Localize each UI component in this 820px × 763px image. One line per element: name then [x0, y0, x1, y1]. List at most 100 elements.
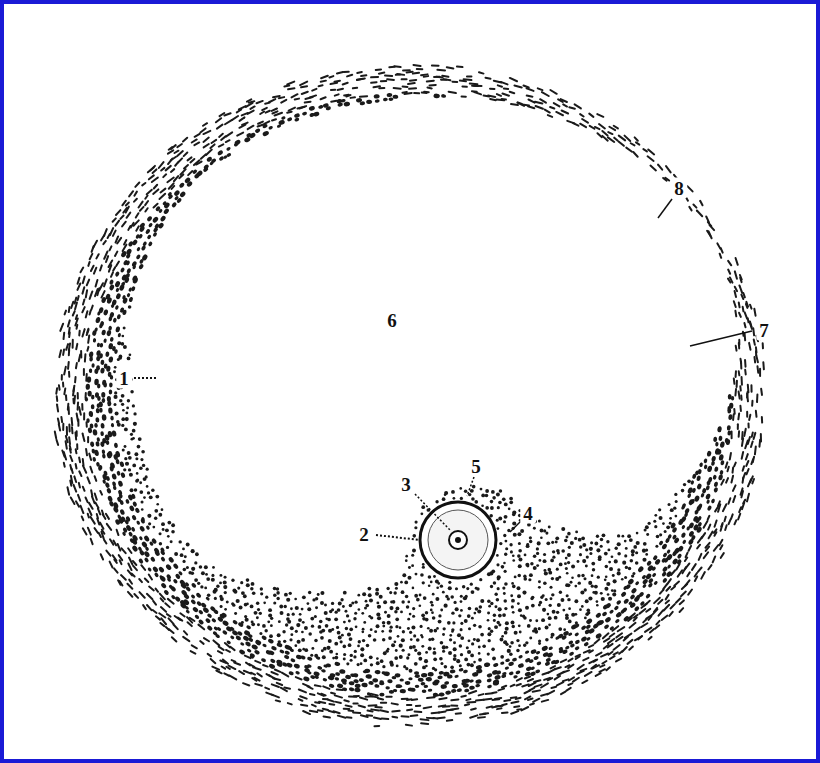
- theca-interna-cell: [117, 480, 123, 487]
- granulosa-cell: [357, 663, 360, 666]
- granulosa-cell: [459, 664, 462, 667]
- granulosa-cell: [414, 649, 417, 652]
- theca-externa-cell: [631, 143, 635, 145]
- granulosa-cell: [509, 543, 512, 546]
- granulosa-cell: [567, 598, 570, 601]
- granulosa-cell: [600, 592, 603, 595]
- granulosa-cell: [538, 627, 541, 630]
- granulosa-cell: [340, 640, 343, 643]
- theca-interna-cell: [233, 142, 239, 147]
- theca-interna-cell: [714, 466, 719, 472]
- granulosa-cell: [182, 547, 185, 550]
- theca-interna-cell: [106, 297, 112, 304]
- theca-interna-cell: [120, 267, 126, 273]
- granulosa-cell: [380, 659, 384, 663]
- granulosa-cell: [536, 564, 539, 567]
- granulosa-cell: [478, 625, 482, 629]
- theca-interna-cell: [727, 408, 731, 414]
- theca-externa-cell: [427, 87, 431, 90]
- theca-externa-cell: [219, 134, 223, 137]
- granulosa-cell: [543, 559, 547, 563]
- theca-interna-cell: [223, 155, 228, 160]
- granulosa-cell: [668, 503, 671, 506]
- theca-externa-cell: [404, 93, 411, 94]
- theca-interna-cell: [447, 674, 453, 679]
- granulosa-cell: [311, 624, 314, 627]
- granulosa-cell: [301, 631, 304, 634]
- theca-externa-cell: [357, 78, 365, 79]
- theca-interna-cell: [307, 670, 312, 674]
- granulosa-cell: [493, 619, 496, 622]
- theca-interna-cell: [111, 473, 117, 480]
- granulosa-cell: [355, 625, 358, 628]
- theca-externa-cell: [379, 73, 384, 74]
- granulosa-cell: [341, 634, 344, 637]
- theca-externa-cell: [540, 99, 546, 102]
- theca-interna-cell: [112, 485, 117, 490]
- granulosa-cell: [496, 563, 499, 566]
- granulosa-cell: [624, 554, 627, 557]
- granulosa-cell: [517, 602, 520, 605]
- granulosa-cell: [565, 557, 568, 560]
- theca-interna-cell: [729, 403, 733, 409]
- theca-interna-cell: [361, 682, 368, 687]
- granulosa-cell: [407, 627, 410, 630]
- theca-interna-cell: [119, 499, 124, 505]
- granulosa-cell: [418, 657, 422, 661]
- theca-interna-cell: [119, 509, 125, 516]
- theca-externa-cell: [126, 207, 129, 213]
- granulosa-cell: [656, 535, 660, 539]
- theca-interna-cell: [217, 149, 224, 156]
- theca-interna-cell: [638, 591, 645, 598]
- theca-interna-cell: [677, 545, 684, 553]
- granulosa-cell: [232, 604, 235, 607]
- theca-externa-cell: [397, 73, 404, 76]
- granulosa-cell: [490, 500, 494, 504]
- theca-interna-cell: [295, 671, 300, 675]
- theca-interna-cell: [166, 577, 171, 582]
- granulosa-cell: [496, 493, 500, 497]
- theca-interna-cell: [713, 481, 718, 487]
- granulosa-cell: [460, 636, 464, 640]
- granulosa-cell: [494, 593, 497, 596]
- granulosa-cell: [562, 609, 565, 612]
- granulosa-cell: [368, 593, 372, 597]
- granulosa-cell: [149, 495, 153, 499]
- granulosa-cell: [617, 568, 620, 571]
- theca-externa-cell: [302, 92, 308, 94]
- theca-interna-cell: [108, 407, 113, 413]
- granulosa-cell: [566, 594, 569, 597]
- theca-interna-cell: [148, 222, 153, 228]
- theca-interna-cell: [728, 414, 733, 420]
- granulosa-cell: [440, 609, 443, 612]
- theca-externa-cell: [145, 201, 148, 205]
- theca-externa-cell: [224, 113, 230, 115]
- granulosa-cell: [284, 605, 287, 608]
- granulosa-cell: [311, 647, 314, 650]
- granulosa-cell: [321, 629, 325, 633]
- theca-externa-cell: [272, 108, 277, 110]
- theca-interna-cell: [387, 93, 393, 97]
- granulosa-cell: [500, 638, 504, 642]
- theca-externa-cell: [357, 72, 362, 73]
- granulosa-cell: [395, 625, 398, 628]
- theca-externa-cell: [331, 101, 336, 102]
- theca-externa-cell: [301, 86, 307, 87]
- theca-interna-cell: [102, 414, 107, 421]
- granulosa-cell: [554, 616, 558, 620]
- theca-interna-cell: [286, 662, 293, 668]
- granulosa-cell: [360, 662, 363, 665]
- granulosa-cell: [490, 585, 493, 588]
- granulosa-cell: [353, 655, 356, 658]
- theca-interna-cell: [106, 366, 111, 372]
- granulosa-cell: [194, 561, 197, 564]
- granulosa-cell: [547, 613, 550, 616]
- granulosa-cell: [326, 646, 330, 650]
- granulosa-cell: [322, 655, 326, 659]
- granulosa-cell: [220, 597, 224, 601]
- granulosa-cell: [604, 578, 607, 581]
- granulosa-cell: [252, 591, 256, 595]
- theca-interna-cell: [535, 669, 541, 674]
- granulosa-cell: [195, 552, 199, 556]
- granulosa-cell: [608, 597, 612, 601]
